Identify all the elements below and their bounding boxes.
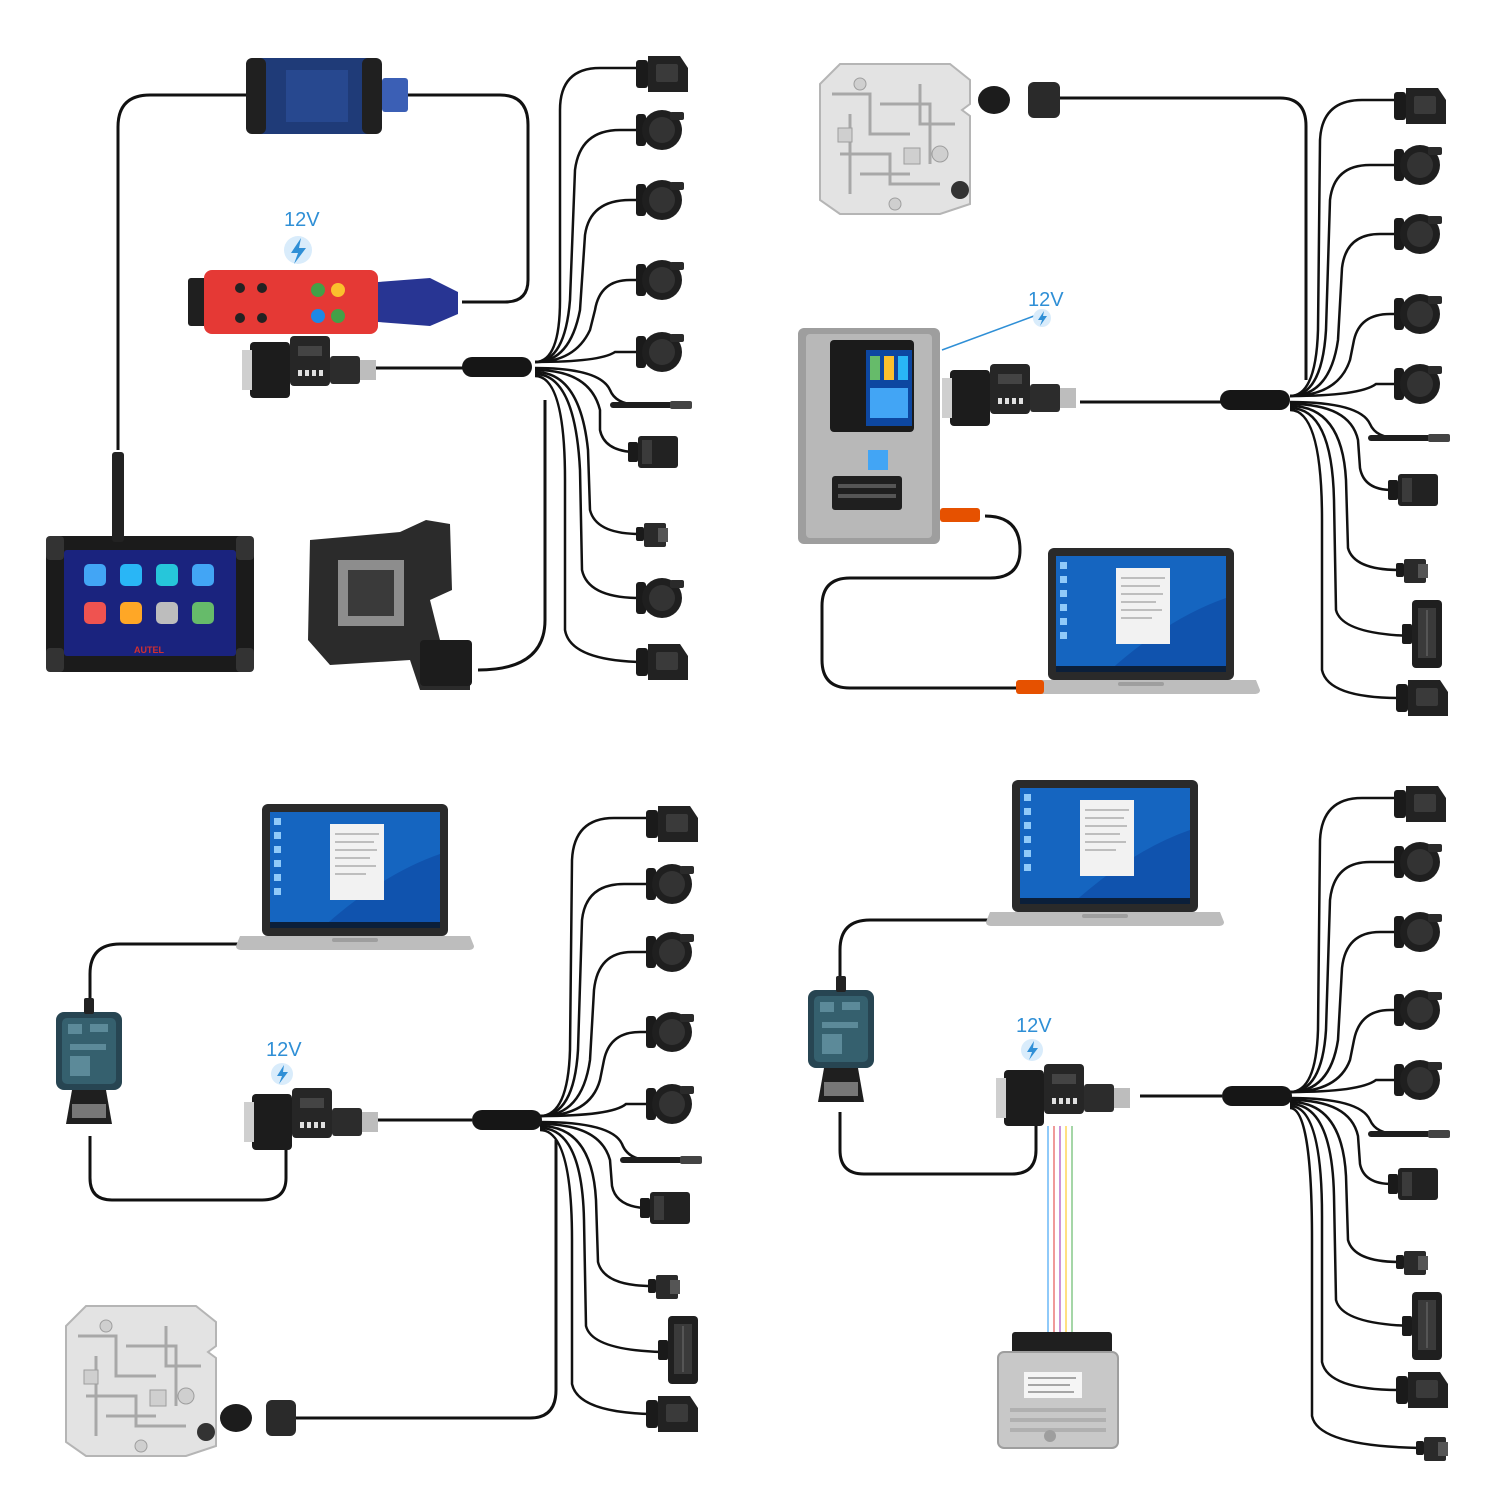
voltage-indicator: 12V — [266, 1039, 302, 1085]
harness-fanout — [534, 66, 641, 664]
db-adapter — [244, 1088, 378, 1150]
ribbon-wires — [1047, 1126, 1073, 1334]
panel-top-right: 12V — [798, 62, 1450, 716]
interface-module — [56, 998, 122, 1124]
valve-body-board — [818, 62, 972, 216]
connector-set — [610, 56, 692, 680]
valve-body-board — [308, 520, 472, 690]
db-adapter — [942, 364, 1076, 426]
harness-splitter — [472, 1110, 542, 1130]
connector-set — [620, 806, 702, 1432]
voltage-label: 12V — [1028, 289, 1064, 311]
ecu-module — [997, 1332, 1119, 1449]
programmer-box — [798, 328, 980, 544]
harness-splitter — [1222, 1086, 1292, 1106]
laptop — [235, 803, 475, 951]
panel-top-left: 12V — [46, 56, 692, 690]
board-plug — [978, 82, 1060, 118]
voltage-indicator: 12V — [284, 209, 320, 264]
brand-logo: AUTEL — [134, 645, 164, 655]
connector-set — [1368, 786, 1450, 1461]
harness-fanout — [539, 816, 663, 1416]
laptop — [985, 779, 1225, 927]
voltage-label: 12V — [266, 1039, 302, 1061]
panel-bottom-right: 12V — [808, 779, 1450, 1461]
panel-bottom-left: 12V — [56, 803, 702, 1458]
harness-fanout — [1289, 98, 1413, 700]
red-interface-box — [188, 270, 458, 334]
connector-set — [1368, 88, 1450, 716]
voltage-indicator: 12V — [941, 289, 1064, 351]
board-plug — [220, 1400, 296, 1436]
harness-fanout — [1289, 796, 1421, 1450]
db-adapter — [242, 336, 376, 398]
valve-body-board — [64, 1304, 218, 1458]
voltage-label: 12V — [1016, 1015, 1052, 1037]
tablet-scanner: AUTEL — [46, 452, 254, 672]
voltage-label: 12V — [284, 209, 320, 231]
vci-box — [246, 58, 408, 134]
harness-splitter — [462, 357, 532, 377]
db-adapter — [996, 1064, 1130, 1126]
harness-splitter — [1220, 390, 1290, 410]
interface-module — [808, 976, 874, 1102]
voltage-indicator: 12V — [1016, 1015, 1052, 1061]
laptop — [1021, 547, 1261, 695]
